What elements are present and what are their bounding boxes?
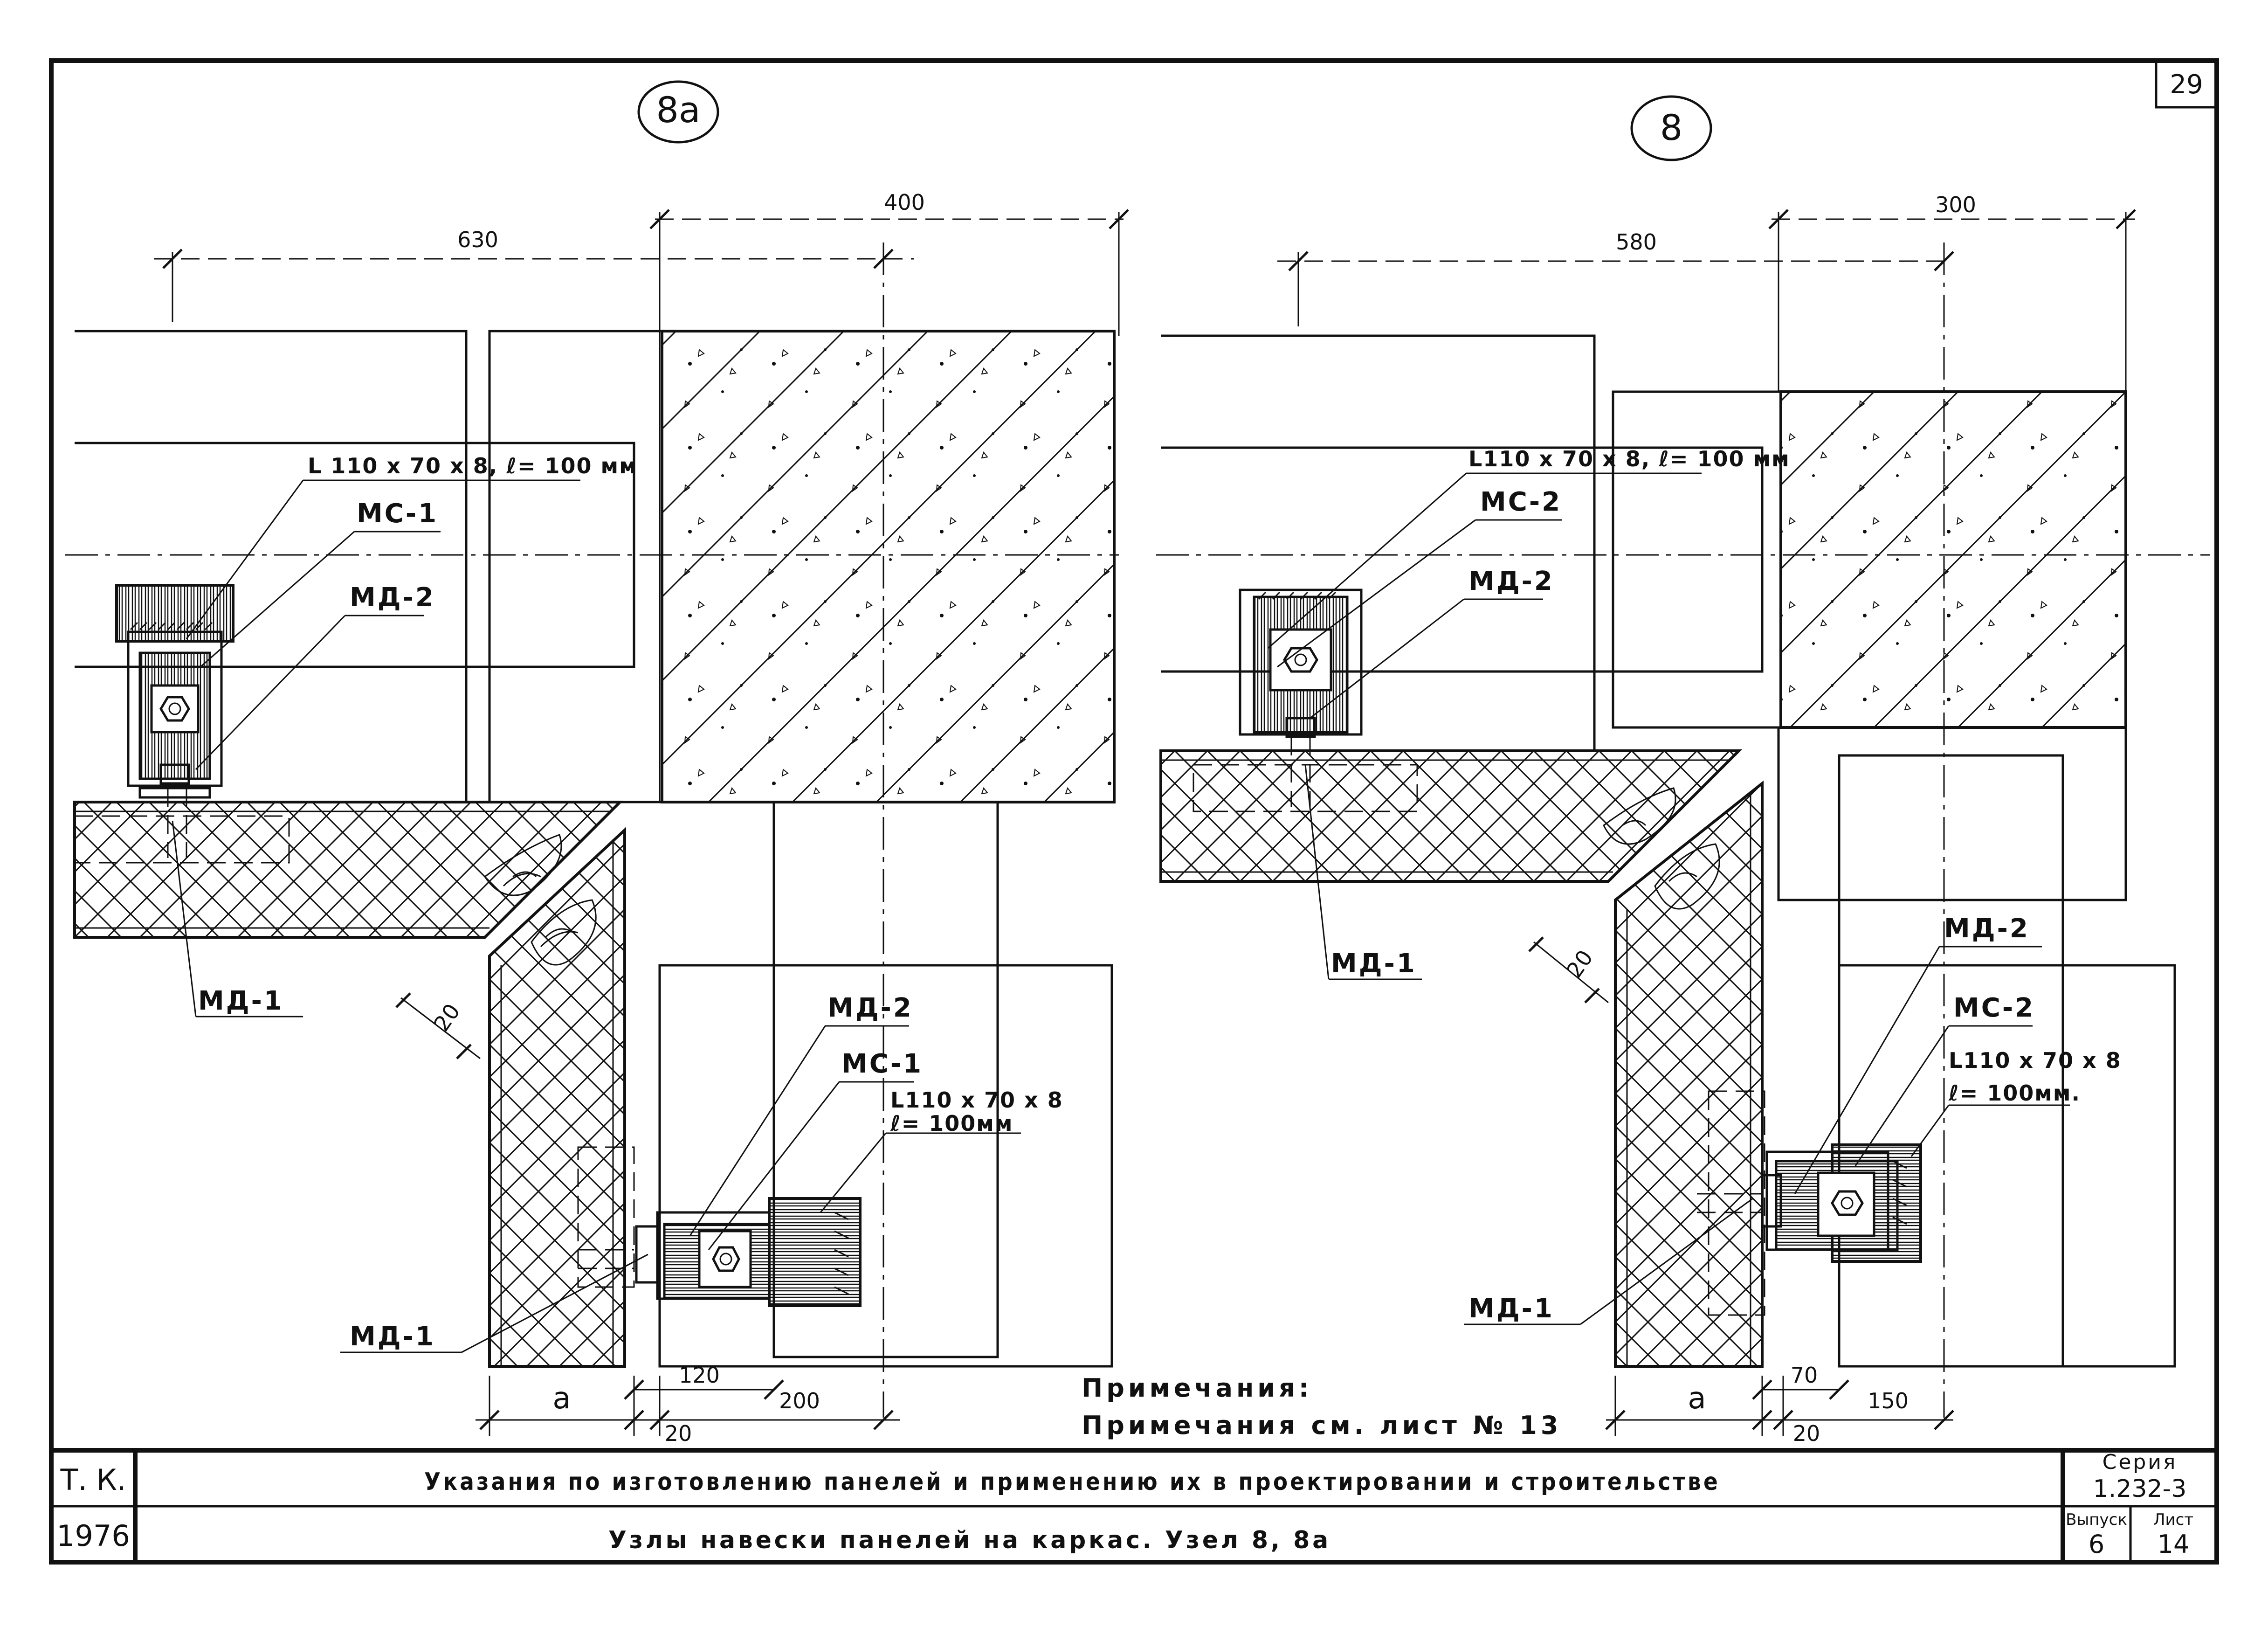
dim-right-side-20: 20 [1562,945,1598,982]
dim-left-200: 200 [779,1388,820,1413]
title-subtitle: Узлы навески панелей на каркас. Узел 8, … [608,1526,1331,1554]
callout-right-angle-bottom-1: L110 x 70 x 8 [1949,1048,2122,1073]
title-block [51,1448,2217,1562]
callout-right-md2-bottom: МД-2 [1944,914,2030,944]
dim-right-70: 70 [1791,1363,1818,1388]
callout-right-ms-top: МС-2 [1480,487,1562,517]
series-label: Серия [2103,1450,2178,1474]
dim-chain-bottom-right [1605,1376,1954,1436]
callout-right-ms-bottom: МС-2 [1953,993,2035,1023]
dim-left-400: 400 [884,190,925,215]
dim-left-20: 20 [665,1421,692,1446]
dim-left-630: 630 [457,227,498,252]
horizontal-panel-right [1159,749,1743,883]
dim-chain-bottom-left [476,1376,900,1436]
callout-left-md2-bottom: МД-2 [827,993,913,1023]
title-org: Т. К. [60,1463,126,1497]
dim-chain-top-left [154,209,1129,1418]
fastener-top-right [1239,588,1363,807]
concrete-column-left [661,330,1116,803]
series-value: 1.232-3 [2093,1475,2187,1503]
vertical-panel-right [1614,780,1765,1368]
fastener-top-left [115,584,234,858]
dim-left-side-20: 20 [429,999,465,1036]
sheet-value: 14 [2158,1530,2190,1559]
dim-chain-top-right [1277,209,2136,1418]
leaders-left [172,479,1021,1353]
callout-left-ms-bottom: МС-1 [841,1049,923,1079]
notes-text: Примечания см. лист № 13 [1082,1411,1562,1440]
callout-left-md1-top: МД-1 [198,986,284,1016]
dim-right-20: 20 [1793,1421,1820,1446]
callout-right-angle-top: L110 x 70 x 8, ℓ= 100 мм [1468,446,1790,471]
view-left: 8a 630 400 [65,80,1129,1446]
dim-side-right [1528,936,1609,1004]
title-year: 1976 [56,1519,130,1553]
callout-right-md1-bottom: МД-1 [1468,1294,1554,1324]
sheet-number: 29 [2170,69,2203,100]
node-circle-left [637,80,719,144]
node-circle-right [1630,95,1712,161]
dim-side-left [395,992,481,1059]
dim-right-300: 300 [1935,192,1976,217]
fastener-bottom-right [1697,1143,1922,1263]
callout-left-angle-top: L 110 x 70 x 8, ℓ= 100 мм [308,453,638,478]
concrete-column-right [1779,390,2127,729]
title-main: Указания по изготовлению панелей и приме… [424,1468,1720,1496]
callout-left-angle-bottom-2: ℓ= 100мм [890,1111,1013,1136]
notes-heading: Примечания: [1082,1373,1312,1403]
sheet-label: Лист [2153,1510,2193,1529]
callout-left-md1-bottom: МД-1 [350,1322,435,1352]
horizontal-panel-left [73,801,624,939]
callout-left-angle-bottom-1: L110 x 70 x 8 [890,1087,1063,1113]
sheet-frame [49,58,2219,1565]
fastener-bottom-left [578,1197,862,1307]
node-label-left: 8a [656,89,701,131]
callout-right-md1-top: МД-1 [1331,949,1417,979]
issue-value: 6 [2089,1530,2104,1559]
vertical-panel-left [488,827,635,1368]
dim-right-580: 580 [1616,229,1657,255]
view-right: 8 580 300 [1156,95,2210,1446]
issue-label: Выпуск [2066,1510,2127,1529]
callout-left-md2-top: МД-2 [350,582,435,613]
dim-left-a: a [552,1381,571,1416]
dim-right-a: a [1688,1381,1706,1416]
callout-right-angle-bottom-2: ℓ= 100мм. [1948,1080,2081,1106]
dim-left-120: 120 [679,1363,720,1388]
leaders-right [1268,472,2070,1325]
callout-right-md2-top: МД-2 [1468,566,1554,596]
callout-left-ms-top: МС-1 [357,498,438,529]
dim-right-150: 150 [1868,1388,1909,1413]
node-label-right: 8 [1660,107,1682,148]
